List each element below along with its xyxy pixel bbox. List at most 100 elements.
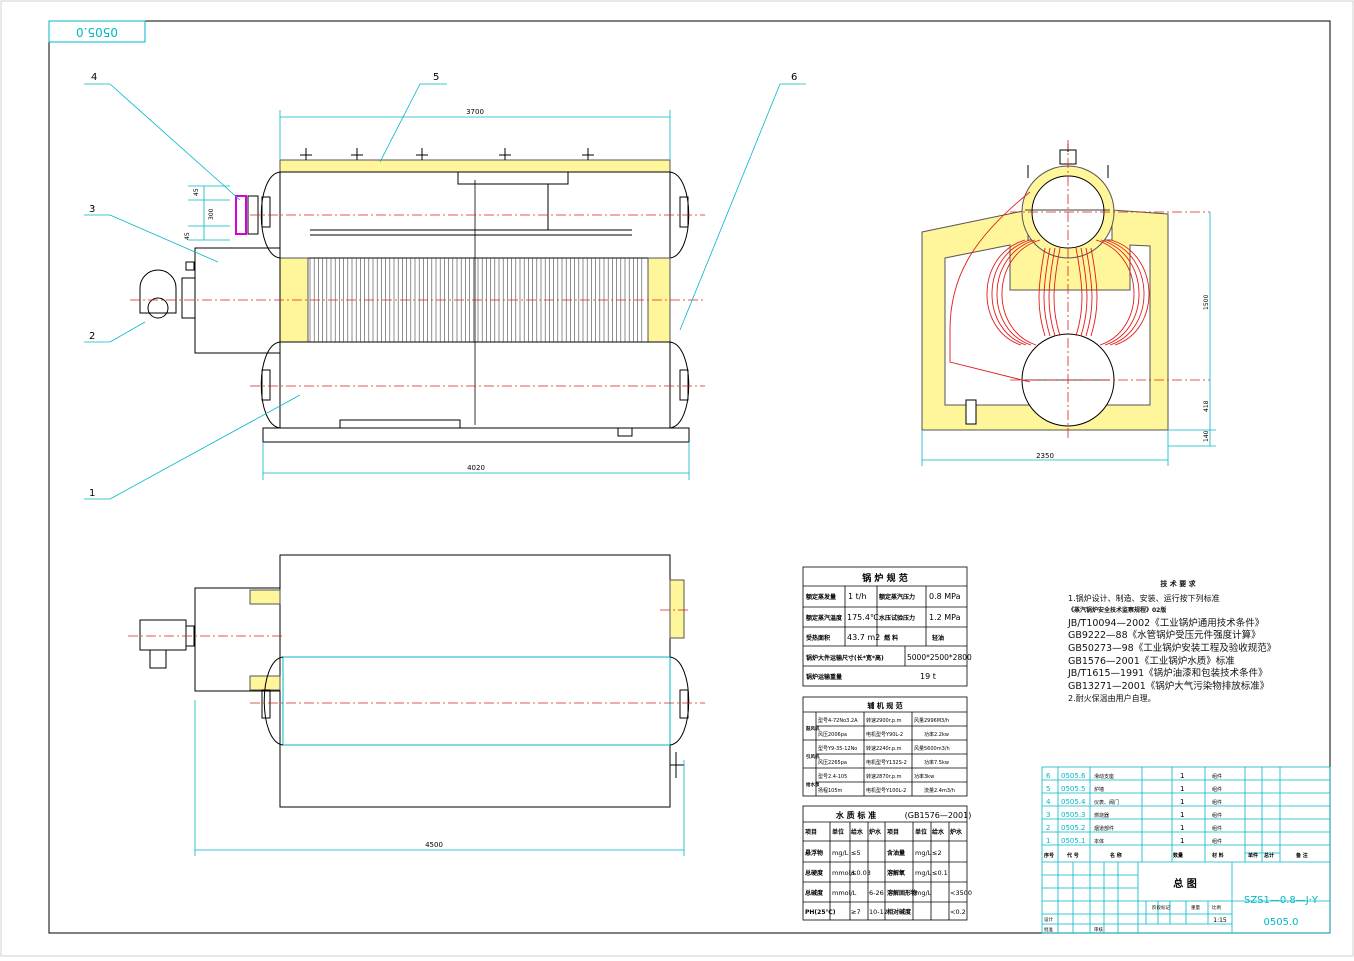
aux-cell: 转速2870r.p.m: [866, 773, 902, 780]
spec-value: 轻油: [932, 634, 944, 642]
spec-value: 1.2 MPa: [929, 613, 961, 622]
water-cell: ≤5: [851, 849, 861, 857]
water-header: 项目: [887, 828, 899, 836]
aux-cell: 型号2.4-105: [818, 773, 847, 780]
part-code: 0505.6: [1061, 772, 1086, 780]
plan-centerlines: [128, 609, 705, 704]
lower-drum-right-head: [669, 341, 690, 429]
parts-header: 材 料: [1212, 852, 1224, 859]
dim-nozzle-offset-lower: 45: [184, 232, 191, 240]
stage-label: 阶段标记: [1152, 904, 1170, 911]
part-code: 0505.2: [1061, 824, 1086, 832]
water-header: 炉水: [950, 828, 963, 836]
part-name: 烟道部件: [1094, 825, 1114, 832]
part-qty: 1: [1180, 785, 1184, 793]
part-no: 6: [1046, 772, 1051, 780]
part-name: 炉墙: [1094, 786, 1104, 793]
leader-6: 6: [791, 72, 797, 83]
aux-cell: 风量2996M3/h: [914, 717, 949, 724]
water-cell: mg/L: [915, 869, 932, 877]
part-name: 仪表、阀门: [1094, 799, 1119, 806]
part-name: 滑动支座: [1094, 773, 1114, 780]
side-elevation: [921, 144, 1169, 431]
dim-nozzle-offset: 45: [193, 188, 200, 196]
leader-5: 5: [433, 72, 439, 83]
note-line: JB/T10094—2002《工业锅炉通用技术条件》: [1068, 617, 1265, 629]
note-line: JB/T1615—1991《锅炉油漆和包装技术条件》: [1068, 668, 1268, 680]
water-cell: <0.2: [950, 908, 966, 916]
part-qty: 1: [1180, 772, 1184, 780]
leader-lines: [84, 83, 806, 500]
water-header: 单位: [832, 828, 844, 836]
aux-cell: 功率3kw: [914, 773, 934, 780]
aux-cell: 转速2900r.p.m: [866, 717, 902, 724]
base-frame: [262, 427, 690, 443]
part-name: 本体: [1094, 838, 1104, 845]
water-cell: 10-12: [869, 908, 888, 916]
note-line: GB9222—88《水管锅炉受压元件强度计算》: [1068, 630, 1261, 642]
scale-label: 比例: [1212, 904, 1221, 911]
spec-label: 额定蒸发量: [806, 593, 836, 601]
part-material: 组件: [1212, 812, 1222, 819]
steam-header: [457, 171, 569, 185]
plan-casing: [279, 554, 671, 808]
water-item: 溶解氧: [887, 869, 905, 877]
aux-cell: 功率7.5kw: [924, 759, 949, 766]
part-material: 组件: [1212, 825, 1222, 832]
aux-cell: 风量5600m3/h: [914, 745, 950, 752]
part-qty: 1: [1180, 824, 1184, 832]
part-no: 3: [1046, 811, 1050, 819]
part-material: 组件: [1212, 838, 1222, 845]
aux-category: 引风机: [806, 753, 820, 760]
parts-header: 名 称: [1110, 852, 1122, 859]
parts-header: 总计: [1264, 852, 1274, 859]
aux-cell: 流量2.4m3/h: [924, 787, 955, 794]
spec-label: 锅炉大件运输尺寸(长*宽*高): [806, 654, 884, 662]
water-gauge: [235, 195, 247, 235]
aux-spec-table: [802, 696, 968, 797]
upper-drum-left-head: [260, 171, 281, 259]
dim-side-lower: 418: [1203, 400, 1210, 412]
spec-label: 水压试验压力: [879, 614, 915, 622]
water-item: 总碱度: [805, 889, 824, 897]
water-spec-standard: (GB1576—2001): [905, 811, 972, 820]
dim-plan-length: 4500: [425, 841, 443, 849]
leader-3: 3: [89, 204, 95, 215]
dim-nozzle-spacing: 300: [208, 208, 215, 220]
part-no: 1: [1046, 837, 1050, 845]
part-code: 0505.4: [1061, 798, 1086, 806]
parts-header: 代 号: [1066, 852, 1079, 859]
rotated-code: 0505.0: [76, 25, 118, 39]
spec-label: 锅炉运输重量: [806, 673, 842, 681]
parts-list: [1041, 766, 1331, 934]
flanges: [261, 196, 689, 401]
part-material: 组件: [1212, 773, 1222, 780]
front-dimensions: [188, 110, 690, 480]
top-nozzles: [300, 148, 594, 160]
aux-cell: 风压2265pa: [818, 760, 847, 766]
note-line: GB1576—2001《工业锅炉水质》标准: [1068, 655, 1235, 667]
dim-bottom-length: 4020: [467, 464, 485, 472]
parts-header: 备 注: [1295, 852, 1308, 859]
water-item: 相对碱度: [887, 908, 912, 916]
part-no: 5: [1046, 785, 1050, 793]
water-cell: 6-26: [869, 889, 884, 897]
spec-value: 19 t: [920, 672, 936, 681]
weight-label: 重量: [1191, 904, 1200, 911]
spec-label: 额定蒸汽压力: [879, 593, 915, 601]
water-header: 项目: [805, 828, 817, 836]
spec-value: 175.4℃: [847, 613, 879, 622]
water-cell: ≤2: [932, 849, 942, 857]
water-cell: ≥7: [851, 908, 861, 916]
boiler-spec-table: [802, 566, 968, 687]
check-label: 审核: [1094, 926, 1103, 933]
water-item: 总硬度: [805, 869, 824, 877]
scale: 1:15: [1213, 917, 1227, 924]
parts-header: 单件: [1248, 852, 1258, 859]
parts-header: 数量: [1173, 852, 1183, 859]
parts-header: 序号: [1043, 852, 1054, 859]
spec-value: 43.7 m2: [847, 633, 880, 642]
part-qty: 1: [1180, 837, 1184, 845]
water-header: 给水: [932, 828, 945, 836]
